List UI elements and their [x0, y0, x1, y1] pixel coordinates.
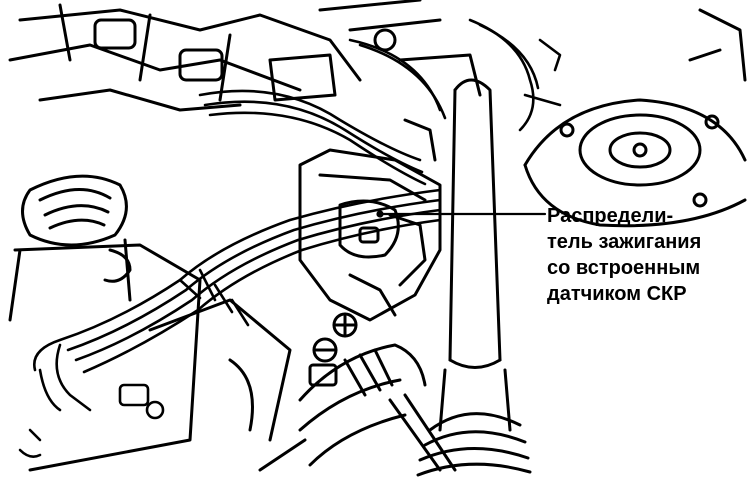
engine-block-upper [8, 0, 482, 112]
distributor [298, 118, 442, 322]
callout-line-1: Распредели- [547, 205, 674, 227]
callout-line-3: со встроенным [547, 257, 701, 279]
spark-plug-leads [18, 188, 442, 458]
callout-leader [376, 210, 547, 218]
filler-cap [8, 174, 132, 322]
callout-label: Распредели- тель зажигания со встроенным… [547, 203, 747, 307]
ignition-cables-upper [198, 18, 562, 186]
bolts [308, 312, 358, 387]
callout-line-2: тель зажигания [547, 231, 702, 253]
callout-line-4: датчиком СКР [547, 283, 687, 305]
intake-pipe [258, 343, 457, 472]
strut-mount [523, 8, 747, 228]
radiator-hose [416, 78, 532, 477]
